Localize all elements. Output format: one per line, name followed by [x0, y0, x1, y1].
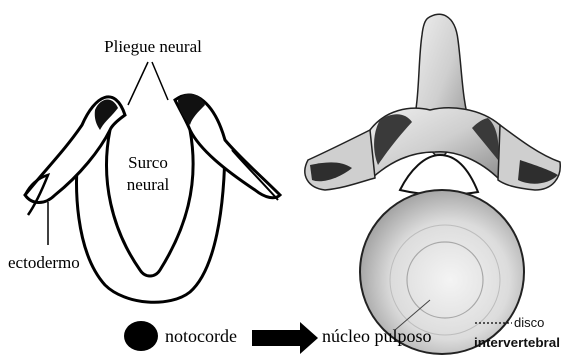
neural-tube-diagram: Pliegue neural Surco neural ectodermo — [8, 37, 280, 302]
label-nucleo-pulposo: núcleo pulposo — [322, 326, 432, 346]
notochord-icon — [124, 321, 158, 351]
label-surco-line1: Surco — [128, 153, 168, 172]
fold-pointer-right — [152, 62, 168, 100]
bottom-legend: notocorde núcleo pulposo — [124, 321, 432, 354]
left-transverse-process — [305, 130, 375, 190]
label-ectodermo: ectodermo — [8, 253, 80, 272]
vertebra-illustration: disco intervertebral — [305, 14, 560, 354]
label-pliegue-neural: Pliegue neural — [104, 37, 202, 56]
groove-inner-outline — [107, 130, 194, 276]
label-intervertebral: intervertebral — [474, 335, 560, 350]
fold-pointer-left — [128, 62, 148, 105]
arrow-right-icon — [252, 322, 318, 354]
vertebral-foramen — [400, 155, 478, 195]
label-notocorde: notocorde — [165, 326, 237, 346]
label-surco-line2: neural — [127, 175, 170, 194]
label-disco: disco — [514, 315, 544, 330]
